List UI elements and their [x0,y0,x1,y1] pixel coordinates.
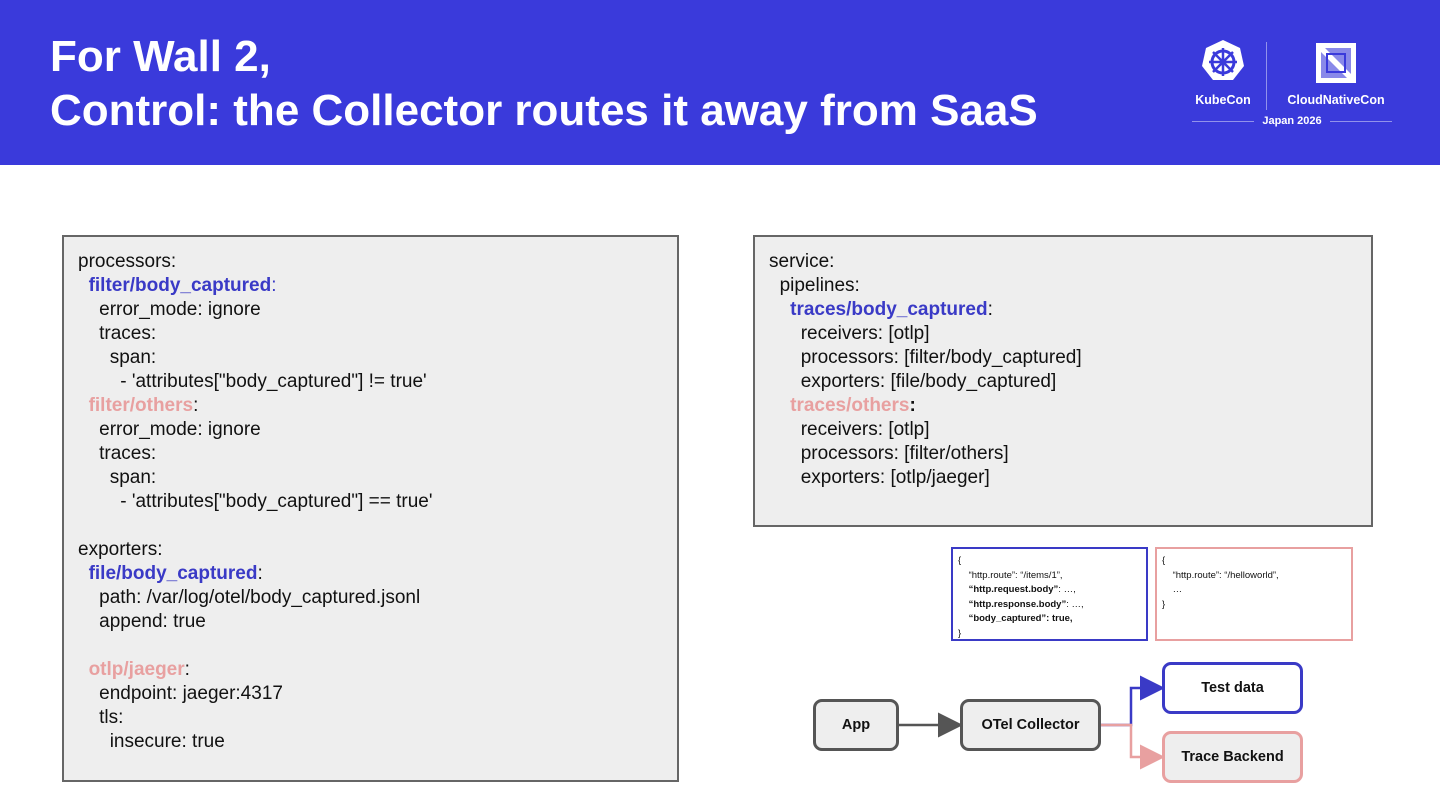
code-line: error_mode: ignore [99,299,261,320]
code-line: tls: [99,707,124,728]
code-line: pipelines: [779,275,860,296]
filter-others-key: filter/others [88,395,194,416]
kubernetes-helm-icon [1202,40,1244,80]
code-line: service: [769,251,835,272]
code-line: span: [109,467,157,488]
code-line: insecure: true [109,731,225,752]
code-line: receivers: [otlp] [800,323,930,344]
slide-header [0,0,1440,165]
app-node: App [813,699,899,751]
logo-divider [1266,42,1267,110]
event-label: Japan 2026 [1254,114,1330,128]
code-line: filter/body_captured: [88,275,277,296]
code-line: error_mode: ignore [99,419,261,440]
code-line: span: [109,347,157,368]
other-span-sample: { “http.route”: “/helloworld”, … } [1155,547,1353,641]
filter-body-captured-key: filter/body_captured [88,275,272,296]
kubecon-logo: KubeCon [1190,38,1256,107]
trace-backend-node: Trace Backend [1162,731,1303,783]
code-line: endpoint: jaeger:4317 [99,683,283,704]
body-captured-span-sample: { “http.route”: “/items/1”, “http.reques… [951,547,1148,641]
otel-collector-node: OTel Collector [960,699,1101,751]
blank-line [78,514,677,538]
code-line: append: true [99,611,206,632]
code-line: processors: [filter/body_captured] [800,347,1082,368]
code-line: traces/body_captured: [790,299,993,320]
code-line: - 'attributes["body_captured"] == true' [120,491,433,512]
code-line: file/body_captured: [88,563,263,584]
cloudnativecon-logo: CloudNativeCon [1276,42,1396,107]
file-body-captured-key: file/body_captured [88,563,258,584]
code-line: receivers: [otlp] [800,419,930,440]
code-line: path: /var/log/otel/body_captured.jsonl [99,587,421,608]
title-line-1: For Wall 2, [50,32,271,81]
slide-title: For Wall 2, Control: the Collector route… [50,30,1038,138]
code-line: exporters: [78,539,163,560]
code-line: exporters: [otlp/jaeger] [800,467,990,488]
service-pipelines-panel: service: pipelines: traces/body_captured… [753,235,1373,527]
code-line: traces: [99,323,157,344]
kubecon-label: KubeCon [1195,93,1251,107]
cncf-icon [1316,43,1356,83]
traces-body-captured-key: traces/body_captured [790,299,988,320]
otlp-jaeger-key: otlp/jaeger [88,659,185,680]
test-data-node: Test data [1162,662,1303,714]
traces-others-key: traces/others [790,395,910,416]
title-line-2: Control: the Collector routes it away fr… [50,86,1038,135]
collector-to-test-data-arrow [1100,675,1165,727]
code-line: filter/others: [88,395,199,416]
code-line: traces: [99,443,157,464]
blank-line [78,634,677,658]
code-line: processors: [78,251,177,272]
code-line: - 'attributes["body_captured"] != true' [120,371,427,392]
collector-to-trace-backend-arrow [1100,723,1165,770]
code-line: otlp/jaeger: [88,659,190,680]
code-line: exporters: [file/body_captured] [800,371,1057,392]
collector-config-panel: processors: filter/body_captured: error_… [62,235,679,782]
cloudnativecon-label: CloudNativeCon [1287,93,1385,107]
code-line: processors: [filter/others] [800,443,1009,464]
code-line: traces/others: [790,395,916,416]
